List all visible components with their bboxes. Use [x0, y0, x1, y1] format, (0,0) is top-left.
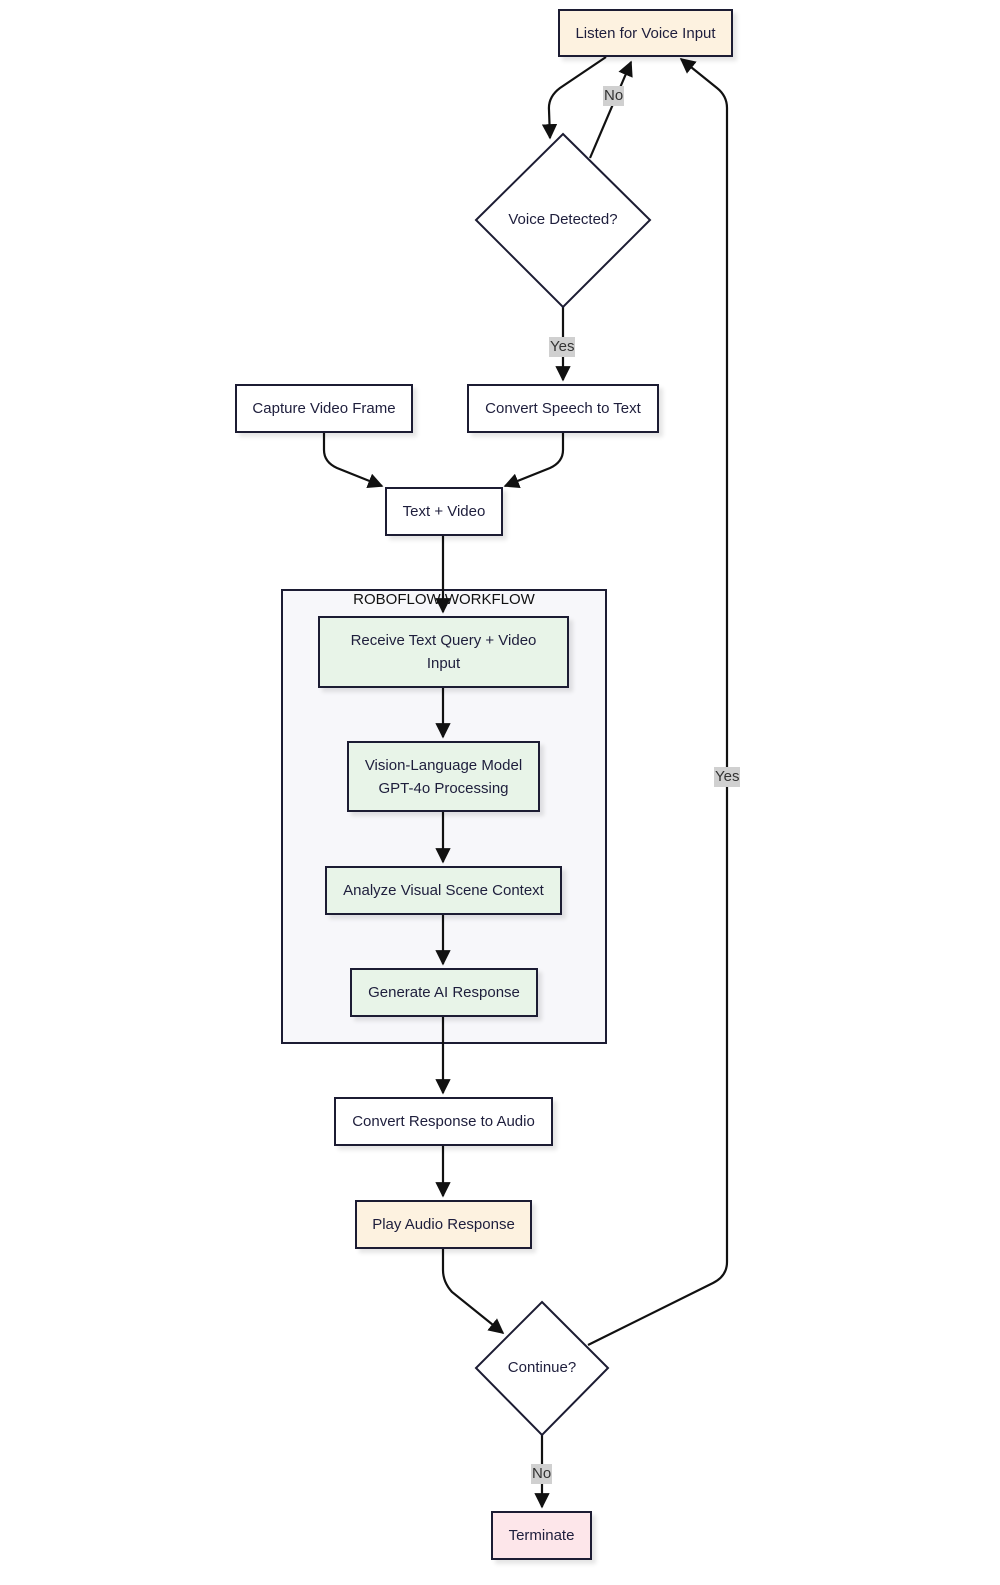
cluster-title: ROBOFLOW WORKFLOW [353, 591, 535, 608]
continue-label: Continue? [507, 1359, 577, 1376]
terminate-node: Terminate [491, 1511, 592, 1560]
vision-language-model-node: Vision-Language Model GPT-4o Processing [347, 741, 540, 812]
edge-continue-yes-to-listen [587, 58, 729, 1346]
receive-text-query-node: Receive Text Query + Video Input [318, 616, 569, 688]
analyze-visual-scene-node: Analyze Visual Scene Context [325, 866, 562, 915]
listen-for-voice-input-node: Listen for Voice Input [558, 9, 733, 57]
edge-convert-to-text-video [503, 433, 565, 489]
continue-diamond [474, 1300, 610, 1437]
edge-label-voice-no: No [603, 86, 625, 106]
edge-label-continue-yes: Yes [714, 767, 741, 787]
voice-detected-diamond [474, 132, 652, 309]
play-audio-response-node: Play Audio Response [355, 1200, 532, 1249]
convert-response-to-audio-node: Convert Response to Audio [334, 1097, 553, 1146]
voice-detected-label: Voice Detected? [508, 211, 618, 228]
edge-capture-to-text-video [322, 433, 384, 489]
edge-label-voice-yes: Yes [549, 337, 576, 357]
text-plus-video-node: Text + Video [385, 487, 503, 536]
edge-voice-no-to-listen [588, 60, 633, 159]
capture-video-frame-node: Capture Video Frame [235, 384, 413, 433]
edge-play-to-continue [441, 1249, 505, 1334]
generate-ai-response-node: Generate AI Response [350, 968, 538, 1017]
edge-listen-to-voice-detected [541, 56, 607, 140]
convert-speech-to-text-node: Convert Speech to Text [467, 384, 659, 433]
edge-label-continue-no: No [531, 1464, 553, 1484]
